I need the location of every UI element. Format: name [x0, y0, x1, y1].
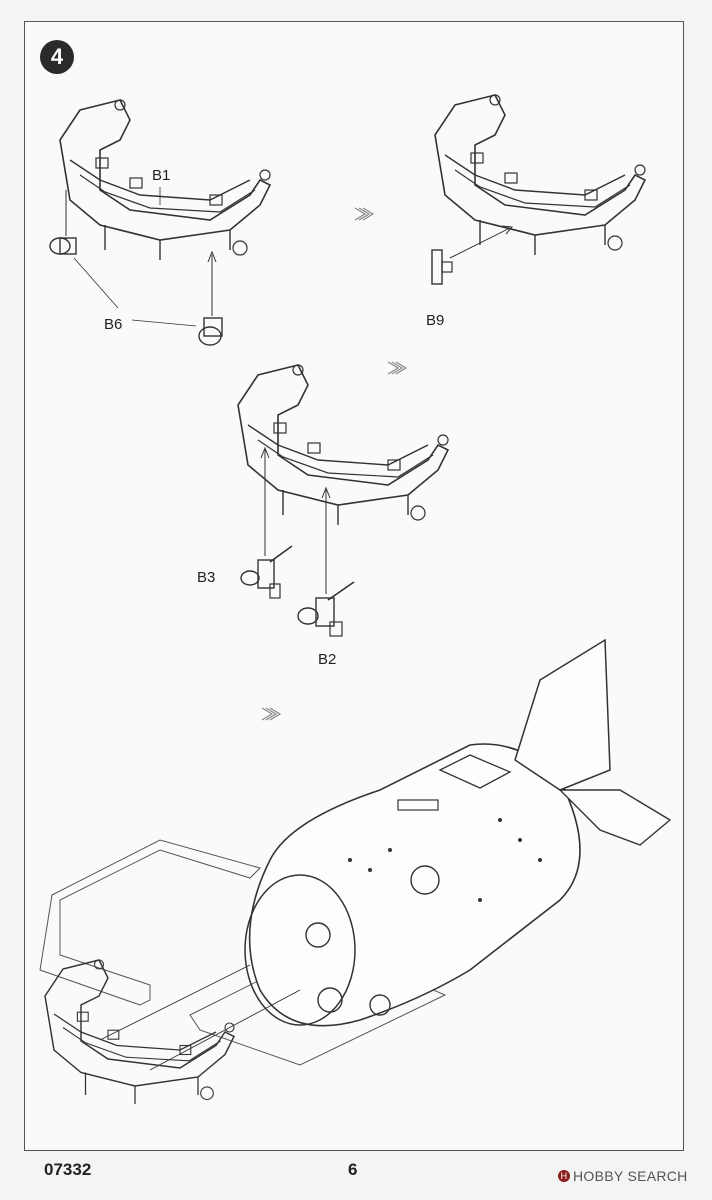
- part-b6-bottom: [198, 250, 223, 346]
- cradle-assembly-top-right: [431, 94, 646, 285]
- part-label-b9: B9: [426, 312, 445, 329]
- step-number-badge: 4: [40, 40, 74, 74]
- part-b6-left: [49, 190, 77, 255]
- part-label-b2: B2: [318, 651, 337, 668]
- part-b2: [297, 486, 355, 637]
- watermark-logo-icon: H: [558, 1170, 570, 1182]
- part-label-b6: B6: [104, 316, 123, 333]
- submersible-hull: [39, 638, 672, 1105]
- watermark: H HOBBY SEARCH: [558, 1168, 688, 1184]
- part-b3: [240, 446, 293, 599]
- cradle-assembly-top-left: [49, 99, 271, 346]
- watermark-text: HOBBY SEARCH: [573, 1168, 688, 1184]
- part-label-b1: B1: [152, 167, 171, 184]
- step-arrow-2: [387, 361, 407, 375]
- page-number: 6: [348, 1160, 358, 1179]
- product-code: 07332: [44, 1160, 92, 1179]
- part-b9: [431, 225, 514, 285]
- cradle-assembly-middle: [237, 364, 449, 637]
- step-arrow-1: [354, 207, 374, 221]
- step-arrow-3: [261, 707, 281, 721]
- part-label-b3: B3: [197, 569, 216, 586]
